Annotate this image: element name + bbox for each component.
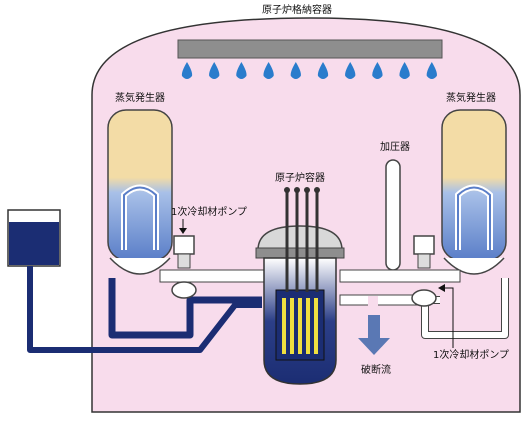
fuel-assemblies [282,298,318,354]
pressurizer-label: 加圧器 [380,141,410,153]
pump-right-arrow [442,287,454,348]
pipe-break [368,296,378,306]
spray-drops [181,62,437,79]
coolant-pump-left [171,235,197,299]
spray-drop [209,62,220,79]
steam-generator-left-label: 蒸気発生器 [115,91,165,104]
cold-leg-left [108,278,262,339]
spray-header [177,39,443,59]
spray-drop [181,62,193,79]
spray-drop [345,62,356,79]
break-flow-label: 破断流 [361,363,391,376]
injection-line [27,266,262,353]
spray-drop [317,62,329,79]
spray-drop [426,62,437,79]
coolant-pump-left-label: 1次冷却材ポンプ [171,205,247,218]
hot-leg-right [339,269,461,283]
reactor-vessel-label: 原子炉容器 [275,171,325,184]
control-rods [285,192,319,292]
spray-drop [263,62,274,79]
steam-generator-right [441,109,507,275]
steam-generator-left [107,109,173,275]
coolant-pump-right [411,235,437,307]
reactor-vessel [255,187,345,385]
spray-drop [399,62,410,79]
pressurizer [385,159,401,271]
cold-leg-right-top [339,294,421,306]
water-tank [7,209,61,267]
hot-leg-left [159,269,266,283]
spray-drop [236,62,247,79]
break-flow-arrow [358,315,390,355]
spray-drop [290,62,301,79]
steam-generator-right-label: 蒸気発生器 [446,91,496,104]
spray-drop [372,62,383,79]
coolant-pump-right-label: 1次冷却材ポンプ [433,348,509,361]
containment-label: 原子炉格納容器 [262,3,332,16]
